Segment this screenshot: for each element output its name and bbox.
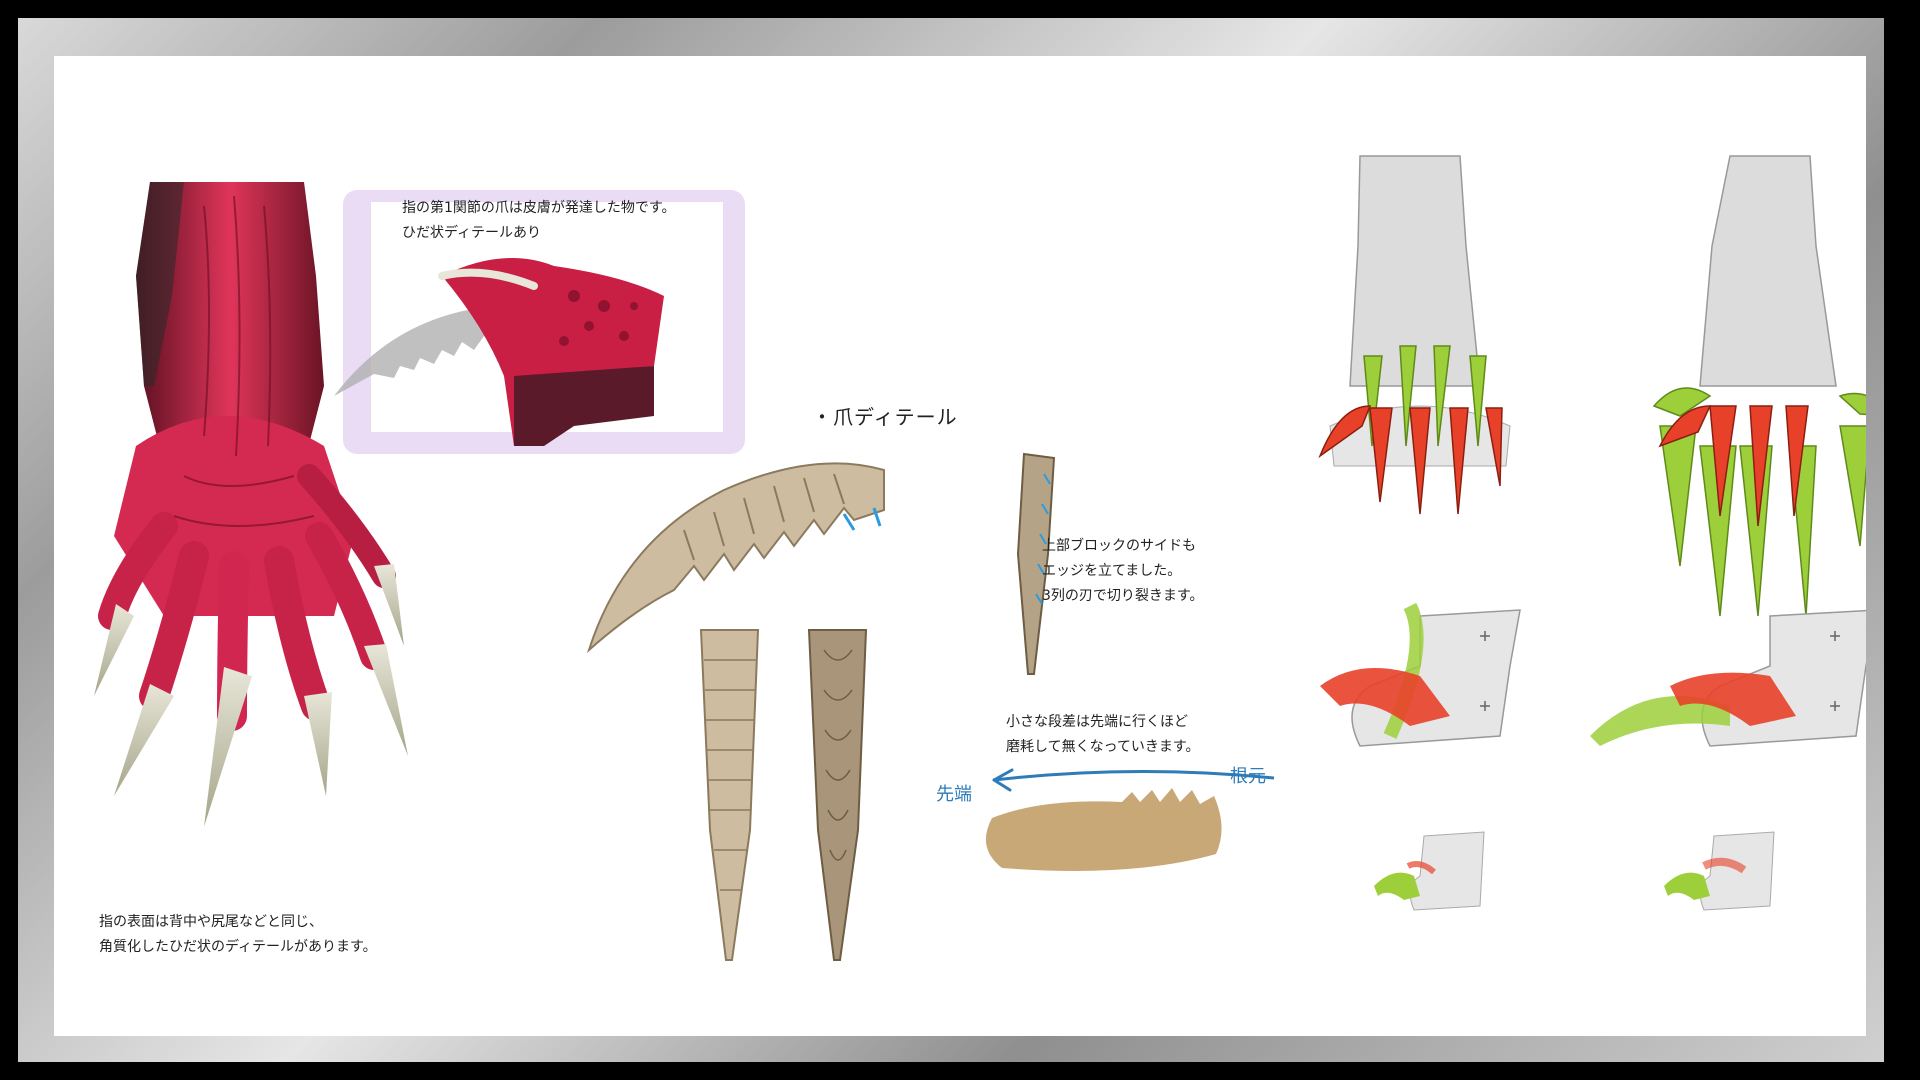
inset-caption: 指の第1関節の爪は皮膚が発達した物です。 ひだ状ディテールあり	[402, 196, 676, 246]
wear-note-line-2: 磨耗して無くなっていきます。	[1006, 739, 1200, 755]
blade-edge-note-line-2: エッジを立てました。	[1042, 563, 1182, 579]
claw-front-view	[699, 629, 760, 961]
toe-small-diagram-1	[1374, 831, 1485, 911]
toe-small-diagram-2	[1664, 831, 1775, 911]
toe-side-diagram-1	[1320, 602, 1521, 747]
claw-side-view	[1016, 452, 1056, 675]
foot-claw-diagram-2	[1652, 155, 1866, 617]
finger-surface-note-line-1: 指の表面は背中や尻尾などと同じ、	[99, 914, 323, 930]
finger-surface-note-line-2: 角質化したひだ状のディテールがあります。	[99, 939, 377, 955]
tip-direction-arrow	[992, 768, 1275, 792]
claw-detail-heading: ・爪ディテール	[812, 405, 958, 429]
wear-note-line-1: 小さな段差は先端に行くほど	[1006, 714, 1188, 730]
foot-claw-diagram-1	[1318, 155, 1511, 515]
finger-surface-note: 指の表面は背中や尻尾などと同じ、 角質化したひだ状のディテールがあります。	[99, 910, 377, 960]
red-hand-illustration	[94, 182, 408, 827]
blade-edge-note: 上部ブロックのサイドも エッジを立てました。 3列の刃で切り裂きます。	[1042, 534, 1204, 609]
root-label: 根元	[1230, 766, 1266, 787]
toe-side-diagram-2	[1590, 609, 1866, 747]
wear-note: 小さな段差は先端に行くほど 磨耗して無くなっていきます。	[1006, 710, 1199, 760]
blade-edge-note-line-3: 3列の刃で切り裂きます。	[1042, 588, 1204, 604]
curved-claw-illustration	[586, 462, 885, 654]
blade-edge-note-line-1: 上部ブロックのサイドも	[1042, 538, 1196, 554]
artboard: 指の第1関節の爪は皮膚が発達した物です。 ひだ状ディテールあり ・爪ディテール	[54, 56, 1866, 1036]
worn-ridge-shape	[985, 788, 1222, 871]
finger-joint-claw-illustration	[334, 258, 664, 446]
inset-caption-line-2: ひだ状ディテールあり	[402, 225, 542, 241]
claw-back-view	[807, 629, 868, 961]
inset-caption-line-1: 指の第1関節の爪は皮膚が発達した物です。	[402, 200, 676, 216]
tip-label: 先端	[936, 784, 972, 805]
